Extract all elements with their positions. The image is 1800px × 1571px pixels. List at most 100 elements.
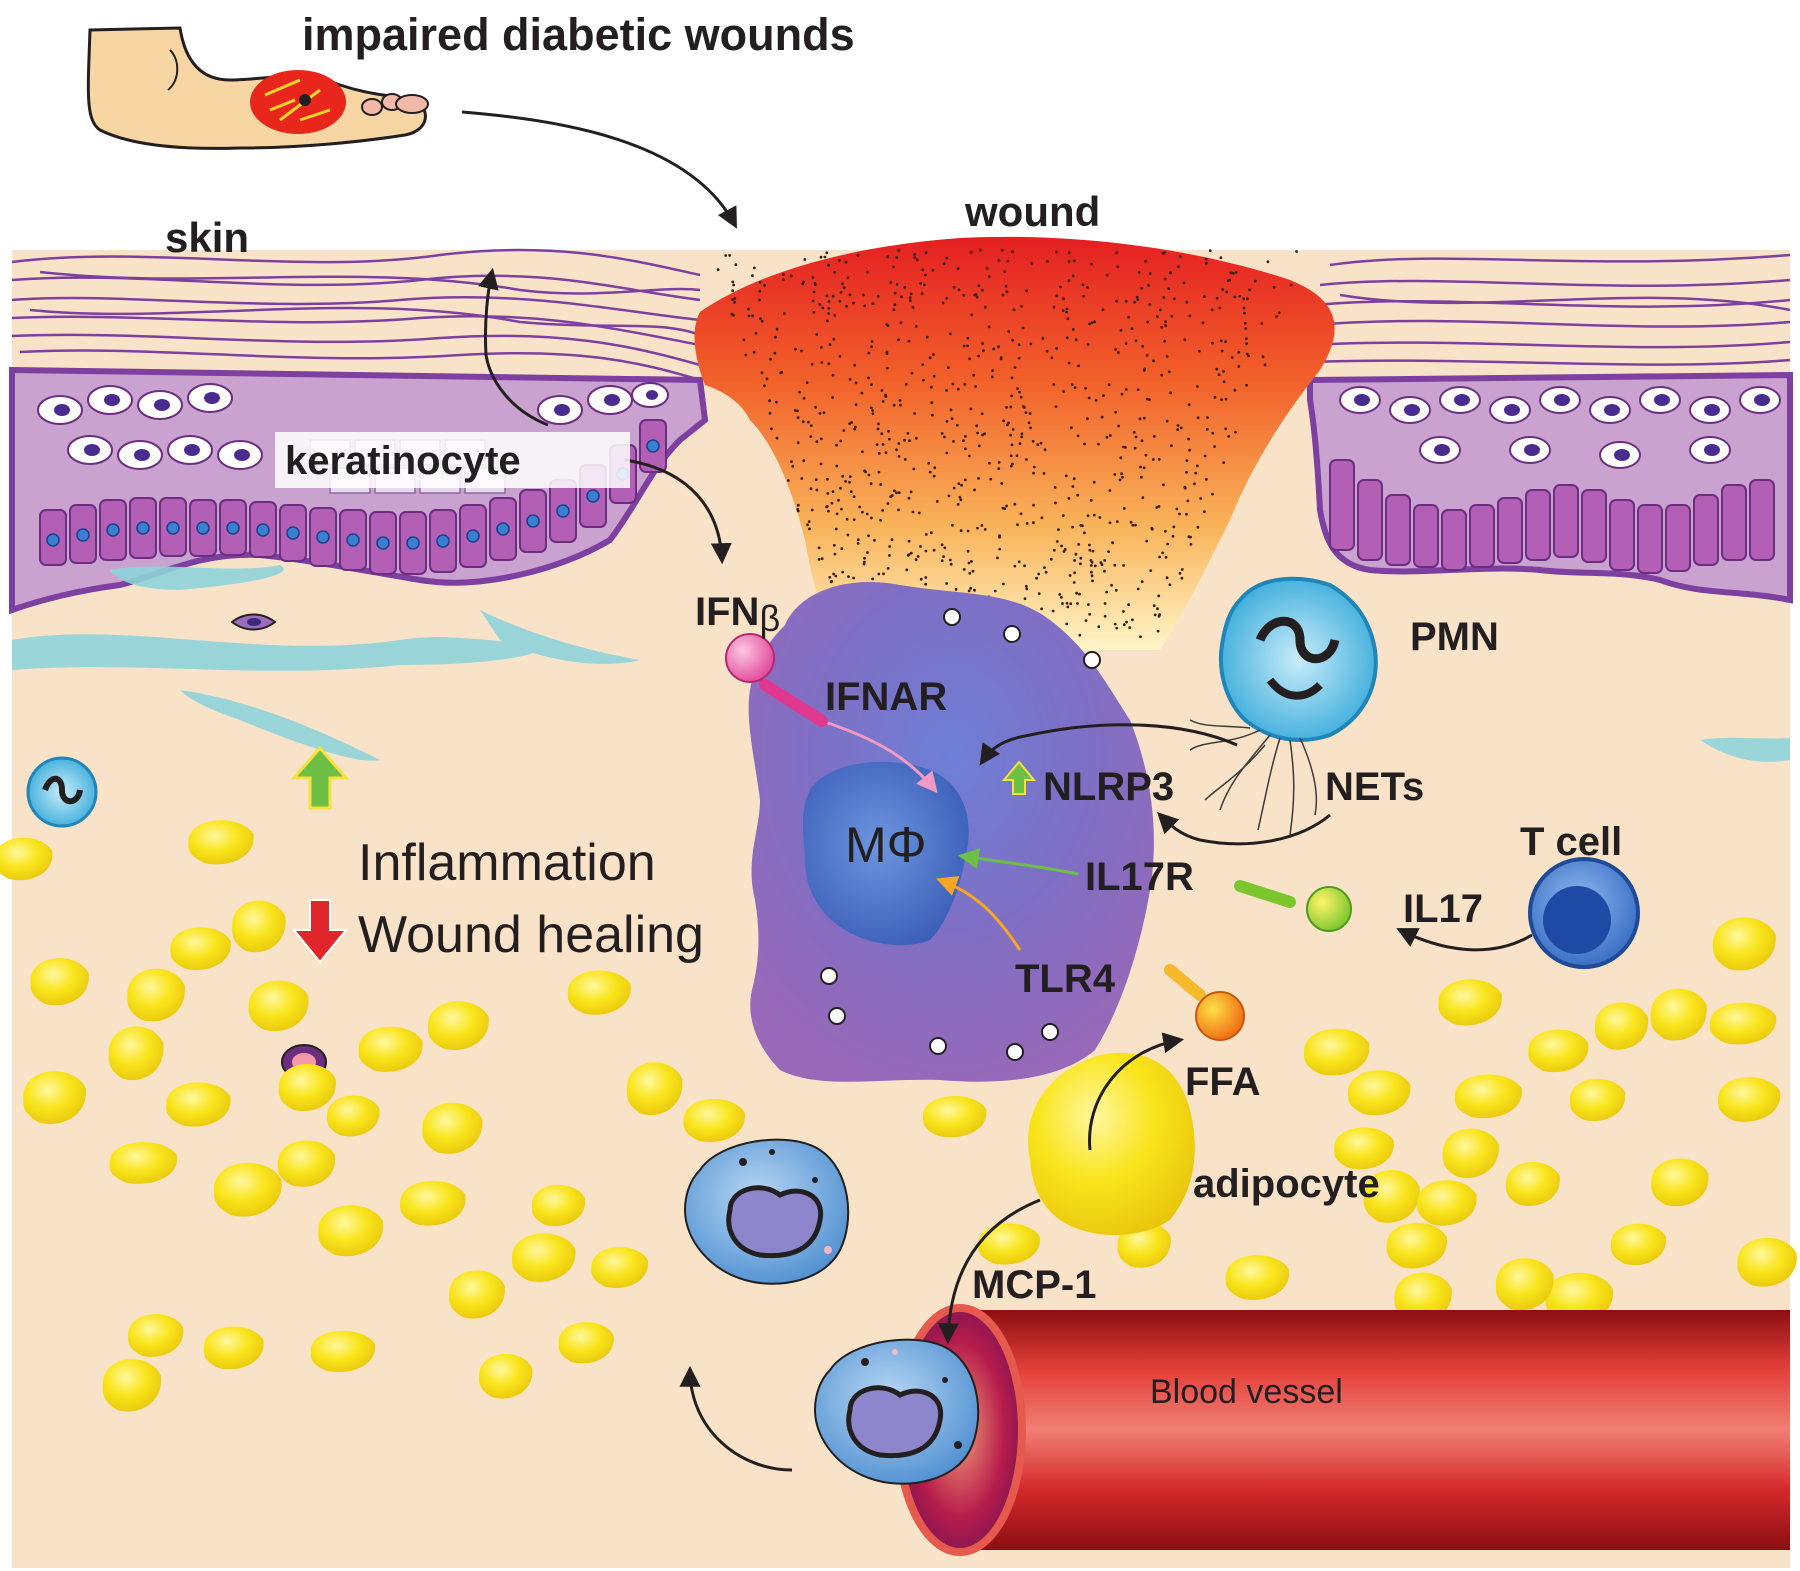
wound-dot bbox=[909, 292, 913, 296]
wound-dot bbox=[1114, 348, 1117, 351]
wound-dot bbox=[931, 268, 935, 272]
wound-dot bbox=[959, 498, 963, 502]
wound-dot bbox=[1013, 366, 1017, 369]
wound-dot bbox=[1185, 512, 1188, 516]
wound-dot bbox=[1134, 523, 1137, 527]
wound-dot bbox=[825, 505, 828, 509]
wound-dot bbox=[1011, 250, 1014, 254]
wound-dot bbox=[909, 551, 913, 555]
wound-dot bbox=[913, 412, 916, 415]
wound-dot bbox=[831, 396, 834, 399]
arrow-foot-to-wound bbox=[461, 110, 737, 229]
wound-dot bbox=[1173, 297, 1176, 301]
wound-dot bbox=[917, 511, 921, 515]
wound-dot bbox=[1000, 482, 1004, 485]
ifnb-ligand bbox=[725, 633, 775, 683]
wound-dot bbox=[1009, 454, 1013, 458]
wound-dot bbox=[1119, 456, 1123, 460]
arrow-nets-to-nlrp3 bbox=[1157, 812, 1331, 846]
fat-globule bbox=[1347, 1070, 1411, 1116]
wound-dot bbox=[1177, 265, 1180, 269]
wound-dot bbox=[940, 432, 944, 435]
wound-dot bbox=[1161, 551, 1165, 555]
wound-dot bbox=[1120, 472, 1123, 476]
wound-dot bbox=[880, 432, 884, 435]
wound-dot bbox=[980, 524, 984, 527]
wound-dot bbox=[888, 545, 892, 548]
wound-dot bbox=[1222, 461, 1226, 464]
wound-dot bbox=[1146, 320, 1150, 324]
wound-dot bbox=[1077, 543, 1081, 546]
wound-dot bbox=[1178, 571, 1182, 575]
wound-dot bbox=[975, 295, 979, 299]
wound-dot bbox=[852, 495, 856, 499]
wound-dot bbox=[880, 389, 884, 392]
wound-dot bbox=[1035, 576, 1038, 580]
wound-dot bbox=[860, 391, 864, 395]
wound-dot bbox=[1160, 325, 1163, 329]
wound-dot bbox=[974, 385, 977, 388]
wound-dot bbox=[921, 363, 925, 366]
wound-dot bbox=[1247, 354, 1250, 358]
wound-dot bbox=[802, 280, 805, 284]
wound-dot bbox=[999, 356, 1003, 359]
wound-dot bbox=[1163, 339, 1167, 343]
wound-dot bbox=[1202, 295, 1206, 298]
wound-dot bbox=[888, 437, 891, 441]
wound-dot bbox=[907, 339, 911, 343]
wound-dot bbox=[893, 303, 897, 307]
wound-dot bbox=[1196, 464, 1199, 468]
wound-dot bbox=[977, 284, 981, 288]
wound-dot bbox=[826, 477, 829, 481]
wound-dot bbox=[1079, 523, 1083, 527]
wound-dot bbox=[1083, 442, 1086, 446]
fat-globule bbox=[1438, 979, 1502, 1026]
upper-nuclei-left bbox=[54, 390, 658, 461]
wound-dot bbox=[977, 477, 980, 480]
wound-label: wound bbox=[964, 188, 1100, 235]
il17r-receptor bbox=[1234, 880, 1296, 908]
wound-dot bbox=[1032, 465, 1036, 469]
wound-dot bbox=[1129, 520, 1133, 524]
wound-dot bbox=[1069, 602, 1073, 606]
wound-dot bbox=[820, 361, 824, 364]
wound-dot bbox=[752, 266, 756, 270]
wound-dot bbox=[1237, 350, 1241, 354]
wound-dot bbox=[1163, 251, 1166, 255]
wound-dot bbox=[1180, 568, 1184, 571]
wound-dot bbox=[981, 288, 984, 292]
fibroblast bbox=[230, 613, 277, 631]
wound-dot bbox=[951, 382, 955, 386]
wound-dot bbox=[967, 561, 971, 565]
wound-dot bbox=[948, 558, 952, 562]
wound-dot bbox=[941, 301, 945, 305]
wound-dot bbox=[1061, 309, 1065, 312]
wound-dot bbox=[747, 307, 750, 311]
fat-globule bbox=[1712, 917, 1776, 971]
wound-dot bbox=[963, 478, 967, 482]
wound-dot bbox=[919, 282, 922, 285]
wound-dot bbox=[773, 351, 777, 355]
wound-dot bbox=[1037, 592, 1041, 595]
wound-dot bbox=[1067, 497, 1071, 500]
wound-dot bbox=[1052, 548, 1056, 552]
wound-dot bbox=[1193, 482, 1196, 486]
wound-dot bbox=[1025, 587, 1029, 591]
wound-dot bbox=[782, 273, 785, 276]
wound-dot bbox=[983, 432, 986, 436]
inflammation-up-arrow bbox=[290, 745, 350, 810]
wound-dot bbox=[1073, 386, 1077, 389]
wound-dot bbox=[987, 325, 991, 329]
wound-dot bbox=[957, 288, 961, 292]
wound-dot bbox=[850, 421, 853, 424]
wound-dot bbox=[763, 384, 766, 388]
arrow-pmn-to-nlrp3 bbox=[979, 723, 1238, 766]
wound-dot bbox=[1139, 465, 1142, 469]
wound-dot bbox=[1211, 492, 1214, 496]
wound-dot bbox=[854, 381, 858, 385]
wound-dot bbox=[1103, 614, 1107, 618]
wound-dot bbox=[895, 448, 898, 452]
wound-dot bbox=[1164, 555, 1168, 559]
wound-dot bbox=[1194, 471, 1198, 475]
